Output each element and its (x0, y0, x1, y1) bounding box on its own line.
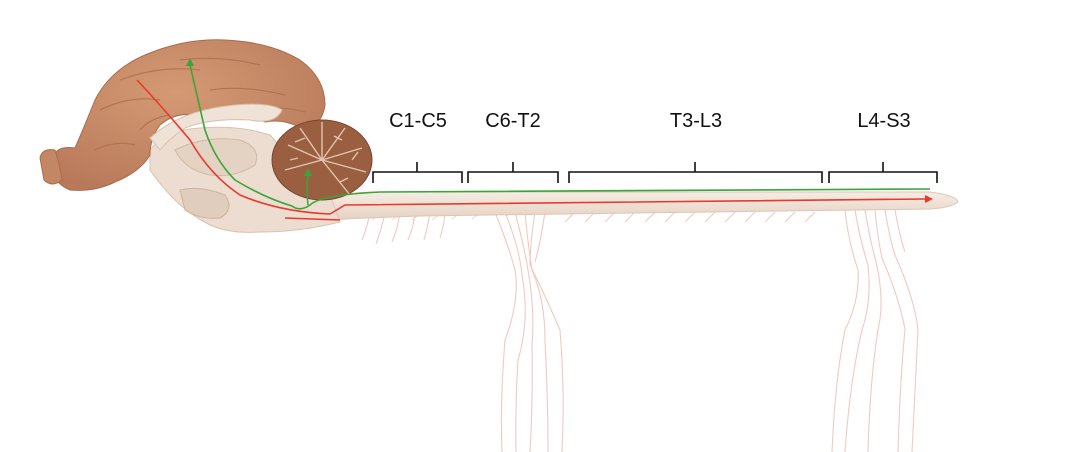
green-cerebellar-arrowhead (304, 168, 312, 176)
segment-label-l4-s3: L4-S3 (857, 110, 910, 132)
bracket-c1-c5 (372, 162, 463, 183)
bracket-l4-s3 (828, 162, 938, 183)
spinal-cord (329, 191, 959, 221)
red-pathway (136, 79, 926, 215)
cerebellum (271, 119, 373, 201)
segment-label-c6-t2: C6-T2 (485, 110, 541, 132)
bracket-c6-t2 (467, 162, 559, 183)
pons (179, 187, 230, 219)
olfactory-bulb (39, 149, 63, 185)
green-pathway (189, 64, 931, 210)
peripheral-nerves (361, 209, 919, 452)
red-pathway-arrowhead (925, 195, 933, 203)
corpus-callosum (149, 103, 283, 151)
red-pathway-branch (284, 217, 341, 221)
segment-label-t3-l3: T3-L3 (670, 110, 722, 132)
segment-brackets (372, 162, 938, 183)
cerebral-cortex (51, 39, 326, 191)
segment-label-c1-c5: C1-C5 (389, 110, 447, 132)
green-pathway-arrowhead (186, 58, 194, 66)
bracket-t3-l3 (568, 162, 823, 183)
green-pathway-cerebellar-branch (306, 174, 309, 206)
